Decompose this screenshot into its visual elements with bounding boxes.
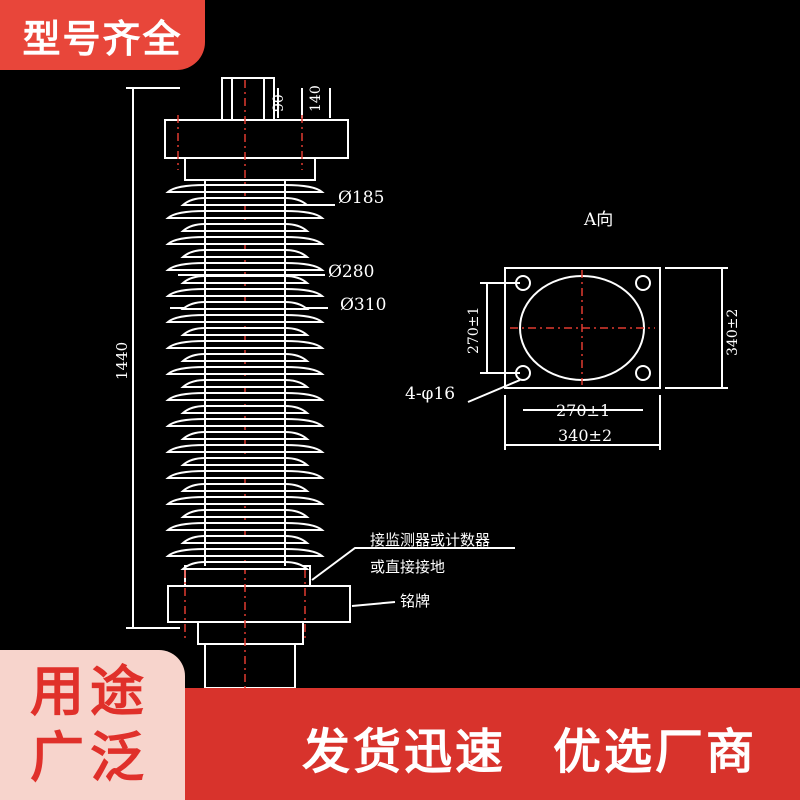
top-terminal xyxy=(221,77,275,121)
dim-outer-height: 340±2 xyxy=(725,309,741,356)
shed xyxy=(165,444,325,453)
slogan-fast-delivery: 发货迅速 xyxy=(302,724,507,780)
note-monitor: 接监测器或计数器 xyxy=(370,531,490,549)
shed xyxy=(180,379,310,388)
badge-wide-use-line1: 用途 xyxy=(30,660,150,723)
dim-inner-width: 270±1 xyxy=(556,401,610,420)
shed xyxy=(180,483,310,492)
shed xyxy=(165,392,325,401)
shed xyxy=(165,496,325,505)
shed xyxy=(165,366,325,375)
shed xyxy=(180,353,310,362)
dim-dia-185: Ø185 xyxy=(338,188,384,208)
shed xyxy=(180,405,310,414)
shed xyxy=(180,509,310,518)
badge-wide-use-line2: 广泛 xyxy=(30,726,150,789)
shed xyxy=(165,184,325,193)
shed xyxy=(180,275,310,284)
shed xyxy=(180,223,310,232)
shed xyxy=(165,418,325,427)
flange-plate-view xyxy=(504,267,661,389)
note-ground: 或直接接地 xyxy=(370,558,445,576)
badge-full-models: 型号齐全 xyxy=(0,0,205,70)
dim-1440: 1440 xyxy=(113,342,131,380)
dim-90: 90 xyxy=(271,94,287,112)
dim-140: 140 xyxy=(308,85,324,112)
dim-outer-width: 340±2 xyxy=(558,426,612,445)
shed xyxy=(180,301,310,310)
dim-inner-height: 270±1 xyxy=(466,307,482,354)
shed xyxy=(165,262,325,271)
dim-dia-310: Ø310 xyxy=(340,295,386,315)
badge-wide-use: 用途 广泛 xyxy=(0,650,185,800)
holes-label: 4-φ16 xyxy=(405,384,455,404)
shed xyxy=(180,535,310,544)
shed xyxy=(180,457,310,466)
shed xyxy=(180,431,310,440)
top-flange xyxy=(164,119,349,159)
shed xyxy=(165,288,325,297)
shed xyxy=(180,249,310,258)
shed xyxy=(165,548,325,557)
view-a-label: A向 xyxy=(583,210,613,230)
shed xyxy=(165,522,325,531)
shed xyxy=(180,561,310,570)
shed xyxy=(165,470,325,479)
shed xyxy=(165,314,325,323)
shed xyxy=(165,340,325,349)
slogan-preferred-maker: 优选厂商 xyxy=(553,724,758,780)
nameplate-label: 铭牌 xyxy=(400,592,430,610)
shed xyxy=(165,236,325,245)
shed xyxy=(180,197,310,206)
shed xyxy=(180,327,310,336)
dim-dia-280: Ø280 xyxy=(328,262,374,282)
insulator-sheds xyxy=(165,180,325,570)
shed xyxy=(165,210,325,219)
base-flange xyxy=(167,585,351,623)
